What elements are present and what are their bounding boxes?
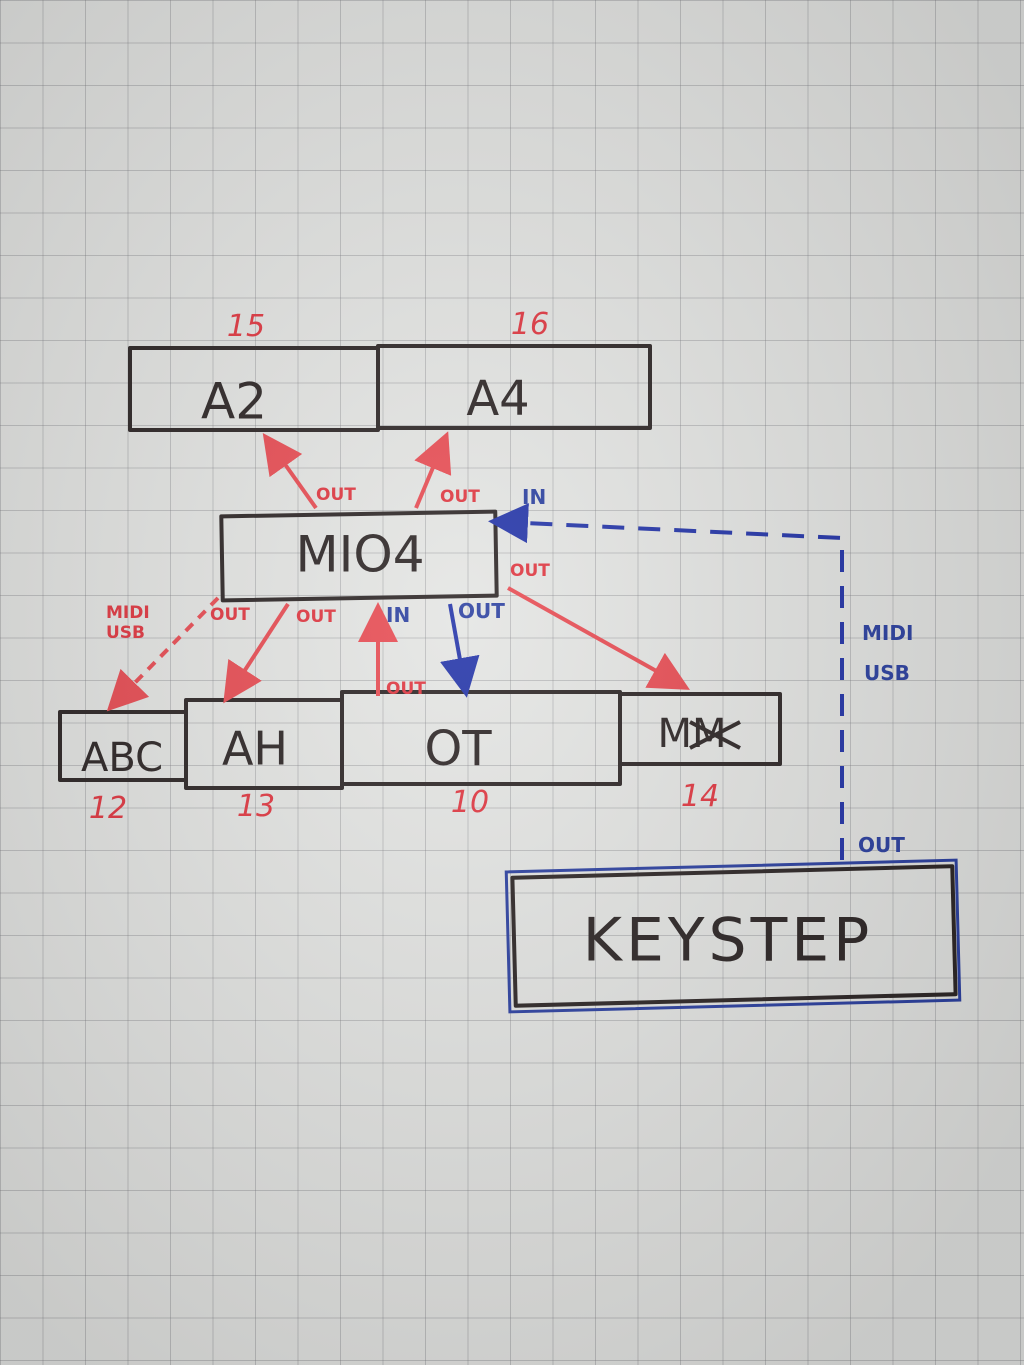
ot-label: OT (424, 721, 492, 777)
arrow-mio4-to-abc-usb (106, 596, 220, 712)
arrow-mio4-to-a2 (262, 432, 318, 510)
ah-label: AH (222, 722, 288, 776)
mm-strike-line-2 (689, 720, 741, 750)
port-out-abc: OUT (210, 605, 250, 625)
port-in-mio4-from-ot: IN (386, 603, 410, 627)
arrow-mio4-to-a4 (414, 431, 452, 509)
midi-usb-blue-line1: MIDI (862, 621, 913, 645)
a2-label: A2 (201, 373, 267, 431)
port-out-ot: OUT (386, 679, 426, 699)
midi-usb-red-line2: USB (106, 623, 145, 643)
port-in-mio4: IN (522, 485, 546, 509)
arrow-mio4-to-ah (223, 602, 290, 704)
port-out-a4: OUT (440, 487, 480, 507)
keystep-box-outline-blue (504, 858, 962, 1014)
arrow-mio4-to-mm (507, 586, 690, 690)
arrow-mio4-to-ot (440, 603, 480, 698)
mm-number: 14 (681, 779, 719, 814)
mio4-box (219, 509, 499, 603)
a4-number: 16 (511, 307, 549, 342)
a4-box (376, 344, 652, 430)
arrow-keystep-to-mio4-usb (488, 503, 844, 860)
ot-number: 10 (451, 785, 489, 820)
port-out-a2: OUT (316, 485, 356, 505)
midi-usb-red-line1: MIDI (106, 603, 150, 623)
mm-box (618, 692, 782, 766)
ah-number: 13 (237, 789, 275, 824)
keystep-box (510, 864, 958, 1008)
port-out-ah: OUT (296, 607, 336, 627)
midi-usb-blue-line2: USB (864, 661, 910, 685)
abc-number: 12 (89, 791, 127, 826)
keystep-label: KEYSTEP (583, 906, 874, 976)
abc-label: ABC (81, 735, 163, 781)
mio4-label: MIO4 (295, 526, 424, 584)
a4-label: A4 (466, 371, 529, 427)
port-out-keystep: OUT (858, 833, 905, 857)
port-out-mm: OUT (510, 561, 550, 581)
a2-number: 15 (227, 309, 265, 344)
port-out-ot-blue: OUT (458, 599, 505, 623)
